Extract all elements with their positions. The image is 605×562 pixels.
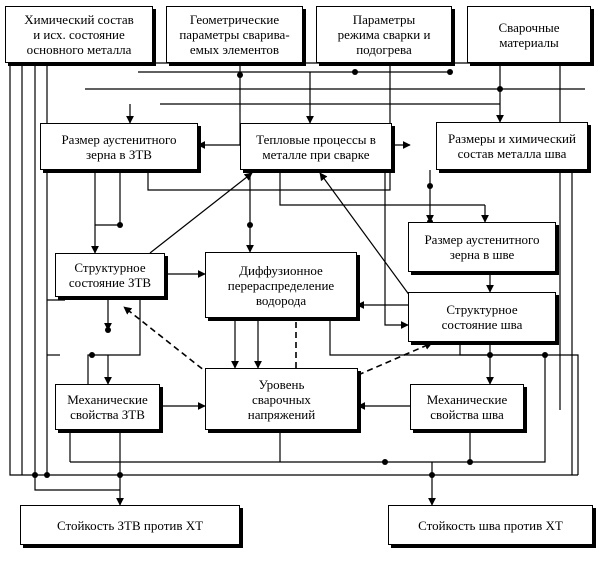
junction-dot	[427, 183, 433, 189]
node-weld-chem-label: Размеры и химический состав металла шва	[448, 131, 576, 161]
node-welding-params: Параметры режима сварки и подогрева	[316, 6, 452, 63]
node-struct-haz: Структурное состояние ЗТВ	[55, 253, 165, 297]
junction-dot	[247, 222, 253, 228]
connector-line	[95, 170, 121, 226]
dashed-arrow	[123, 306, 211, 376]
node-resistance-haz: Стойкость ЗТВ против ХТ	[20, 505, 240, 545]
junction-dot	[32, 472, 38, 478]
node-resistance-weld: Стойкость шва против ХТ	[388, 505, 593, 545]
node-grain-haz: Размер аустенитного зерна в ЗТВ	[40, 123, 198, 170]
node-geometry: Геометрические параметры сварива- емых э…	[166, 6, 303, 63]
node-struct-weld-label: Структурное состояние шва	[441, 302, 523, 332]
connector-line	[9, 63, 35, 476]
junction-dot	[497, 86, 503, 92]
dashed-arrow	[357, 342, 433, 376]
node-consumables-label: Сварочные материалы	[498, 19, 560, 50]
junction-dot	[382, 459, 388, 465]
junction-dot	[117, 472, 123, 478]
node-stress-label: Уровень сварочных напряжений	[247, 376, 316, 422]
connector-line	[70, 355, 546, 463]
node-chem-base: Химический состав и исх. состояние основ…	[5, 6, 153, 63]
node-thermal: Тепловые процессы в металле при сварке	[240, 123, 392, 170]
connector-line	[34, 475, 120, 491]
connector-line	[329, 318, 579, 475]
connector-line	[87, 297, 141, 384]
node-grain-weld: Размер аустенитного зерна в шве	[408, 222, 556, 272]
junction-dot	[352, 69, 358, 75]
node-grain-haz-label: Размер аустенитного зерна в ЗТВ	[61, 131, 177, 162]
node-resistance-weld-label: Стойкость шва против ХТ	[418, 517, 563, 533]
junction-dot	[237, 72, 243, 78]
connector-line	[459, 342, 545, 356]
node-struct-weld: Структурное состояние шва	[408, 292, 556, 342]
node-stress: Уровень сварочных напряжений	[205, 368, 358, 430]
node-grain-weld-label: Размер аустенитного зерна в шве	[424, 232, 540, 262]
junction-dot	[487, 352, 493, 358]
node-mech-weld: Механические свойства шва	[410, 384, 524, 430]
connector-line	[147, 170, 391, 191]
node-thermal-label: Тепловые процессы в металле при сварке	[256, 131, 376, 162]
connector-line	[384, 160, 409, 329]
connector-line	[319, 172, 411, 297]
node-mech-weld-label: Механические свойства шва	[426, 392, 508, 422]
node-chem-base-label: Химический состав и исх. состояние основ…	[24, 12, 134, 57]
junction-dot	[117, 222, 123, 228]
node-consumables: Сварочные материалы	[467, 6, 591, 63]
junction-dot	[447, 69, 453, 75]
node-mech-haz-label: Механические свойства ЗТВ	[67, 392, 148, 422]
junction-dot	[105, 327, 111, 333]
node-struct-haz-label: Структурное состояние ЗТВ	[68, 260, 152, 290]
junction-dot	[89, 352, 95, 358]
node-hydrogen: Диффузионное перераспределение водорода	[205, 252, 357, 318]
node-geometry-label: Геометрические параметры сварива- емых э…	[179, 12, 290, 57]
node-hydrogen-label: Диффузионное перераспределение водорода	[227, 262, 335, 308]
node-weld-chem: Размеры и химический состав металла шва	[436, 122, 588, 170]
junction-dot	[429, 472, 435, 478]
node-mech-haz: Механические свойства ЗТВ	[55, 384, 160, 430]
junction-dot	[542, 352, 548, 358]
node-welding-params-label: Параметры режима сварки и подогрева	[337, 12, 431, 57]
junction-dot	[44, 472, 50, 478]
junction-dot	[467, 459, 473, 465]
node-resistance-haz-label: Стойкость ЗТВ против ХТ	[56, 517, 204, 533]
connector-line	[149, 172, 253, 254]
connector-line	[279, 170, 485, 206]
